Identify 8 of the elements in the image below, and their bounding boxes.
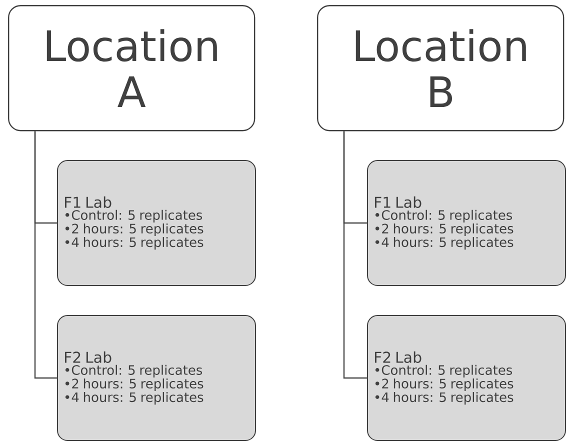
lab-box: F1 Lab •Control: 5 replicates •2 hours: 5 replicates •4 hours: 5 replicates (367, 160, 566, 286)
location-box: Location B (317, 5, 564, 132)
lab-box: F2 Lab •Control: 5 replicates •2 hours: 5 replicates •4 hours: 5 replicates (367, 314, 566, 441)
location-box: Location A (8, 5, 256, 132)
connector-line (343, 131, 367, 379)
connector-line (34, 131, 57, 379)
lab-box: F2 Lab •Control: 5 replicates •2 hours: 5 replicates •4 hours: 5 replicates (57, 314, 256, 441)
lab-box: F1 Lab •Control: 5 replicates •2 hours: 5 replicates •4 hours: 5 replicates (57, 160, 256, 286)
